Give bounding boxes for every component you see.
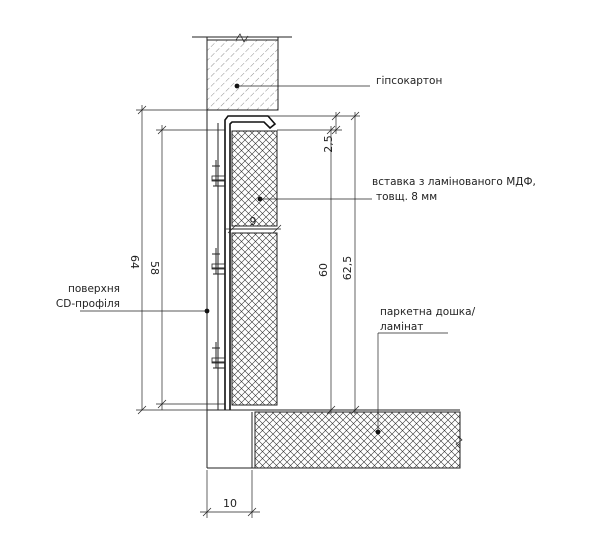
leader-drywall: гіпсокартон <box>234 75 442 89</box>
label-mdf-insert-line2: товщ. 8 мм <box>376 191 437 203</box>
label-floor-line2: ламінат <box>380 321 423 333</box>
leader-floor: паркетна дошка/ ламінат <box>375 306 476 435</box>
leader-cd-profile: поверхня CD-профіля <box>56 283 210 314</box>
wall-break-top <box>192 33 292 43</box>
dimension-overall-height-label: 64 <box>128 255 141 269</box>
dimension-insert-thickness-label: 9 <box>250 215 257 228</box>
dimension-top-gap: 2,5 <box>268 111 360 153</box>
fixing-clips <box>211 160 226 369</box>
dimension-bottom-offset: 10 <box>200 470 260 518</box>
dimension-profile-height: 58 <box>148 125 225 410</box>
label-floor-line1: паркетна дошка/ <box>380 306 476 318</box>
mdf-insert <box>231 130 278 406</box>
label-mdf-insert-line1: вставка з ламінованого МДФ, <box>372 176 536 188</box>
label-cd-profile-line1: поверхня <box>68 283 120 295</box>
floor-section <box>207 409 463 469</box>
dimension-insert-thickness: 9 <box>226 215 282 234</box>
leader-mdf-insert: вставка з ламінованого МДФ, товщ. 8 мм <box>257 176 536 203</box>
drywall-block <box>206 39 279 111</box>
dimension-total-height-label: 62,5 <box>341 256 354 281</box>
dimension-insert-height-label: 60 <box>317 263 330 277</box>
dimension-bottom-offset-label: 10 <box>223 497 237 510</box>
dimension-top-gap-label: 2,5 <box>322 135 335 153</box>
label-cd-profile-line2: CD-профіля <box>56 298 120 310</box>
dimension-insert-height: 60 <box>317 125 336 415</box>
dimension-overall-height: 64 <box>128 105 207 415</box>
dimension-total-height: 62,5 <box>275 111 360 415</box>
dimension-profile-height-label: 58 <box>148 261 161 275</box>
label-drywall: гіпсокартон <box>376 75 442 87</box>
